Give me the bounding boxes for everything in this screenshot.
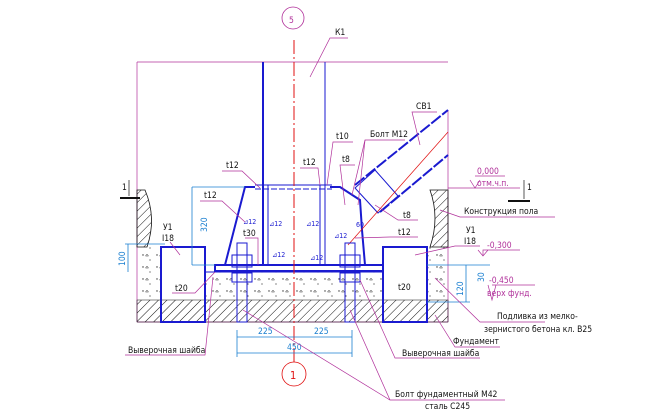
level-minus-450: -0,450 bbox=[489, 276, 514, 286]
weld-mark: ⊿12 bbox=[306, 220, 319, 228]
svg-text:225: 225 bbox=[258, 327, 273, 337]
svg-text:120: 120 bbox=[456, 281, 466, 296]
svg-text:100: 100 bbox=[118, 251, 128, 266]
svg-text:320: 320 bbox=[200, 217, 210, 232]
anchor-bolt-right bbox=[339, 242, 361, 323]
label-washer-left: Выверочная шайба bbox=[128, 345, 205, 356]
weld-mark: ⊿12 bbox=[243, 218, 256, 226]
floor-left bbox=[137, 247, 161, 300]
brace-cb1 bbox=[347, 109, 449, 246]
label-t30: t30 bbox=[243, 229, 256, 239]
label-foundation: Фундамент bbox=[453, 337, 500, 347]
gusset-left bbox=[223, 186, 255, 266]
svg-text:450: 450 bbox=[287, 343, 302, 353]
label-t10: t10 bbox=[336, 132, 349, 142]
leader-lines bbox=[125, 37, 555, 401]
label-beam-left-profile: I18 bbox=[162, 234, 174, 244]
beam-left bbox=[160, 246, 206, 323]
wall-right-hatch bbox=[429, 189, 449, 248]
level-minus-300: -0,300 bbox=[487, 241, 512, 251]
label-beam-right: У1 bbox=[466, 226, 476, 236]
axis-5-label: 5 bbox=[289, 16, 294, 26]
column-k1 bbox=[255, 62, 332, 265]
anchor-bolt-left bbox=[231, 242, 253, 323]
label-t20-right: t20 bbox=[398, 283, 411, 293]
axis-1-label: 1 bbox=[290, 369, 296, 382]
svg-text:30: 30 bbox=[477, 272, 487, 282]
section-mark-right: 1 bbox=[508, 180, 532, 202]
weld-mark: ⊿12 bbox=[310, 254, 323, 262]
weld-mark: ⊿12 bbox=[334, 232, 347, 240]
label-column: К1 bbox=[335, 28, 345, 38]
label-anchor-steel: сталь С245 bbox=[425, 402, 470, 412]
svg-text:1: 1 bbox=[527, 183, 532, 193]
angle-label: 60 bbox=[356, 221, 364, 229]
label-anchor-bolt: Болт фундаментный М42 bbox=[395, 390, 498, 400]
gusset-right bbox=[330, 186, 366, 266]
label-t8-top: t8 bbox=[342, 155, 350, 165]
label-t12-top-left: t12 bbox=[226, 161, 239, 171]
section-mark-left: 1 bbox=[120, 180, 140, 199]
label-grout-1: Подливка из мелко- bbox=[497, 312, 578, 322]
svg-text:1: 1 bbox=[122, 183, 127, 193]
label-brace: СВ1 bbox=[416, 102, 432, 112]
weld-mark: ⊿12 bbox=[272, 251, 285, 259]
label-beam-left: У1 bbox=[163, 223, 173, 233]
level-foundation-note: верх фунд. bbox=[487, 289, 532, 299]
label-t20-left: t20 bbox=[175, 284, 188, 294]
level-floor-note: отм.ч.п. bbox=[477, 179, 509, 189]
label-t12-right: t12 bbox=[398, 228, 411, 238]
label-t8-right: t8 bbox=[403, 211, 411, 221]
weld-mark: ⊿12 bbox=[269, 220, 282, 228]
dimensions: 225 225 450 320 100 30 120 bbox=[118, 186, 490, 357]
svg-text:225: 225 bbox=[314, 327, 329, 337]
label-beam-right-profile: I18 bbox=[464, 237, 476, 247]
label-floor: Конструкция пола bbox=[464, 207, 538, 217]
floor-right bbox=[427, 247, 448, 300]
level-floor-value: 0,000 bbox=[477, 167, 499, 177]
label-t12-top-mid: t12 bbox=[303, 158, 316, 168]
wall-left-hatch bbox=[136, 189, 152, 248]
label-washer-right: Выверочная шайба bbox=[402, 348, 479, 359]
foundation-hatch bbox=[136, 299, 449, 323]
label-bolt-m12: Болт М12 bbox=[370, 130, 408, 140]
label-t12-left: t12 bbox=[204, 191, 217, 201]
label-grout-2: зернистого бетона кл. B25 bbox=[484, 324, 592, 335]
base-plate bbox=[214, 264, 384, 272]
beam-right bbox=[382, 246, 428, 323]
